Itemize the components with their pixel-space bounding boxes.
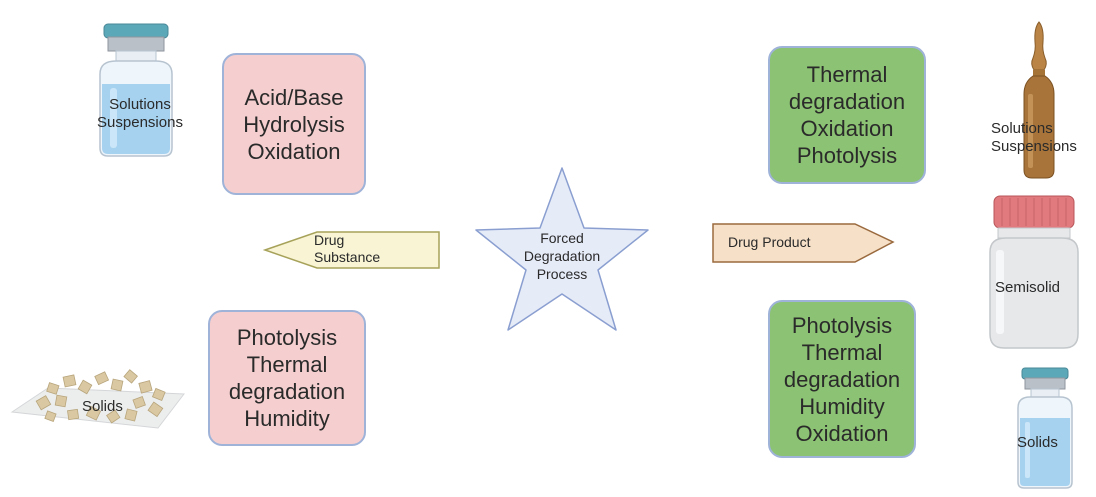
drug-product-arrow <box>712 223 895 263</box>
box-line: Humidity <box>244 406 330 431</box>
drug-substance-arrow <box>262 231 440 269</box>
drug-substance-solution-stresses-box: Acid/Base Hydrolysis Oxidation <box>222 53 366 195</box>
forced-degradation-star <box>475 167 649 331</box>
box-line: Acid/Base <box>244 84 344 110</box>
star-line: Process <box>536 266 588 282</box>
box-line: degradation <box>783 366 901 392</box>
vial-illustration-left <box>99 23 173 157</box>
drug-product-solution-stresses-box: Thermal degradation Oxidation Photolysis <box>768 46 926 184</box>
arrow-line: Drug <box>314 232 345 248</box>
star-line: Forced <box>540 230 584 246</box>
label-line: Suspensions <box>991 138 1077 155</box>
box-line: Oxidation <box>800 116 894 141</box>
drug-substance-arrow-label: Drug Substance <box>314 232 380 266</box>
left-vial-label: Solutions Suspensions <box>84 96 196 132</box>
bottle-illustration <box>989 195 1079 349</box>
box-line: Photolysis <box>791 312 893 338</box>
box-line: degradation <box>788 89 906 114</box>
vial-illustration-right <box>1017 367 1073 489</box>
box-line: Oxidation <box>247 138 341 164</box>
drug-product-solid-stresses-box: Photolysis Thermal degradation Humidity … <box>768 300 916 458</box>
label-line: Solutions <box>991 120 1053 137</box>
box-line: Hydrolysis <box>243 111 345 137</box>
bottle-label: Semisolid <box>995 279 1061 296</box>
box-line: Photolysis <box>796 143 898 168</box>
drug-substance-solid-stresses-box: Photolysis Thermal degradation Humidity <box>208 310 366 446</box>
star-line: Degradation <box>523 248 601 264</box>
box-line: Thermal <box>806 62 888 87</box>
label-line: Solutions <box>109 96 171 113</box>
powder-label: Solids <box>82 398 123 415</box>
box-line: Photolysis <box>236 325 338 350</box>
ampoule-illustration <box>1023 21 1055 179</box>
box-line: degradation <box>228 379 346 404</box>
drug-product-arrow-label: Drug Product <box>728 234 811 250</box>
box-line: Thermal <box>246 352 328 377</box>
box-line: Humidity <box>799 393 885 419</box>
box-line: Thermal <box>801 339 883 365</box>
box-line: Oxidation <box>795 420 889 446</box>
arrow-line: Substance <box>314 249 381 265</box>
label-line: Suspensions <box>97 114 183 131</box>
powder-solids-illustration <box>10 369 185 429</box>
ampoule-label: Solutions Suspensions <box>991 120 1077 156</box>
star-label: Forced Degradation Process <box>522 229 602 283</box>
right-vial-label: Solids <box>1017 434 1058 451</box>
